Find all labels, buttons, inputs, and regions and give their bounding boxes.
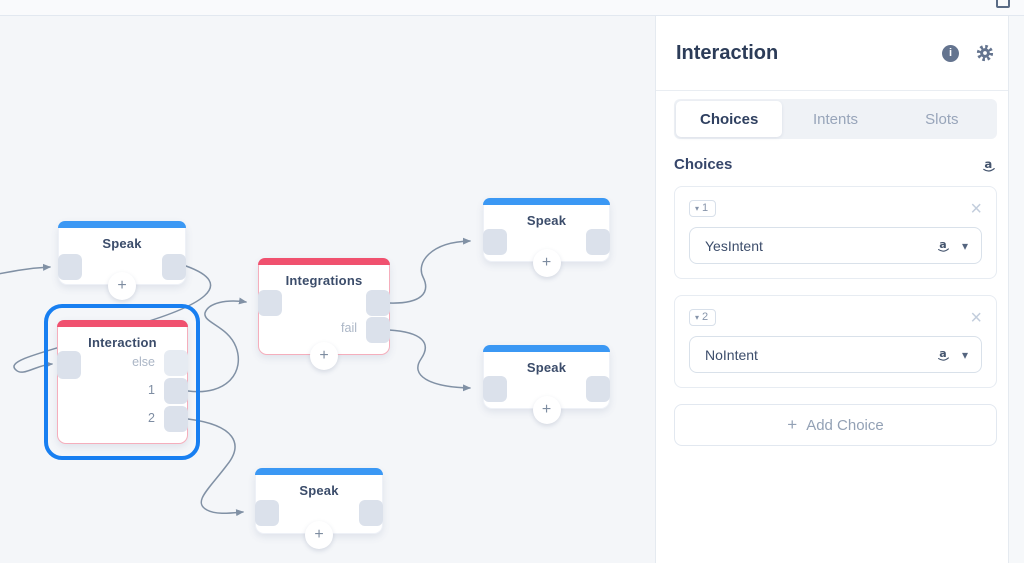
input-port[interactable]	[483, 229, 507, 255]
settings-panel: Interaction i Choices Intents Slots Choi…	[655, 16, 1008, 563]
output-port-2[interactable]	[164, 406, 188, 432]
amazon-icon: a	[938, 347, 949, 361]
output-label-2: 2	[148, 411, 155, 425]
remove-choice-button[interactable]: ×	[970, 306, 982, 329]
choice-index-badge[interactable]: ▾ 2	[689, 309, 717, 326]
panel-tabs: Choices Intents Slots	[674, 99, 997, 139]
remove-choice-button[interactable]: ×	[970, 197, 982, 220]
node-speak-mid-right[interactable]: Speak +	[483, 345, 610, 424]
intent-select-value: YesIntent	[705, 237, 763, 254]
input-port[interactable]	[258, 290, 282, 316]
output-label-1: 1	[148, 383, 155, 397]
tab-intents[interactable]: Intents	[812, 110, 858, 128]
caret-down-icon: ▾	[961, 347, 968, 362]
add-step-button[interactable]: +	[305, 521, 333, 549]
node-color-bar	[258, 258, 390, 265]
input-port[interactable]	[58, 254, 82, 280]
input-port[interactable]	[255, 500, 279, 526]
choice-card-2: ▾ 2 × NoIntent a ▾	[674, 295, 997, 388]
output-port-fail[interactable]	[366, 317, 390, 343]
intent-select-value: NoIntent	[705, 346, 758, 363]
node-interaction[interactable]: Interaction else 1 2	[57, 320, 188, 444]
input-port[interactable]	[57, 351, 81, 379]
output-label-fail: fail	[341, 321, 357, 335]
gear-icon[interactable]	[976, 44, 994, 62]
connector-wires	[0, 237, 471, 517]
node-speak-bottom[interactable]: Speak +	[255, 468, 383, 549]
tab-choices[interactable]: Choices	[676, 101, 783, 137]
node-title: Speak	[102, 236, 142, 251]
add-choice-button[interactable]: + Add Choice	[674, 404, 997, 446]
amazon-icon: a	[938, 238, 949, 252]
amazon-icon: a	[983, 157, 995, 172]
add-choice-label: Add Choice	[806, 416, 884, 434]
node-color-bar	[483, 345, 610, 352]
output-port-success[interactable]	[366, 290, 390, 316]
node-title: Speak	[526, 213, 567, 228]
node-title: Speak	[526, 360, 567, 375]
choice-card-1: ▾ 1 × YesIntent a ▾	[674, 186, 997, 279]
info-icon[interactable]: i	[942, 44, 959, 62]
node-speak-top-right[interactable]: Speak +	[483, 198, 610, 277]
svg-text:a: a	[984, 157, 992, 171]
choice-index-badge[interactable]: ▾ 1	[689, 200, 717, 217]
svg-text:a: a	[939, 347, 946, 360]
add-step-button[interactable]: +	[108, 272, 136, 300]
output-port-else[interactable]	[164, 350, 188, 376]
svg-text:a: a	[939, 238, 946, 251]
caret-down-icon: ▾	[961, 238, 968, 253]
node-selection-outline	[44, 304, 200, 460]
caret-down-icon: ▾	[695, 203, 700, 213]
right-gutter	[1008, 16, 1024, 563]
output-port[interactable]	[586, 376, 610, 402]
node-speak-top-left[interactable]: Speak +	[58, 221, 186, 300]
caret-down-icon: ▾	[695, 312, 700, 322]
input-port[interactable]	[483, 376, 507, 402]
node-title: Integrations	[285, 273, 363, 288]
tab-slots[interactable]: Slots	[925, 110, 959, 128]
choice-number: 2	[702, 311, 709, 323]
output-port-1[interactable]	[164, 378, 188, 404]
bookmark-outline-icon[interactable]	[996, 0, 1010, 8]
output-port[interactable]	[162, 254, 186, 280]
node-title: Interaction	[88, 335, 157, 350]
node-integrations[interactable]: Integrations fail +	[258, 258, 390, 370]
intent-select[interactable]: NoIntent a ▾	[689, 336, 982, 373]
flow-canvas[interactable]: Speak + Interaction else 1 2 Integration…	[0, 16, 655, 563]
output-port[interactable]	[586, 229, 610, 255]
add-step-button[interactable]: +	[310, 342, 338, 370]
node-color-bar	[58, 221, 186, 228]
intent-select[interactable]: YesIntent a ▾	[689, 227, 982, 264]
node-color-bar	[57, 320, 188, 327]
output-label-else: else	[132, 355, 155, 369]
add-step-button[interactable]: +	[532, 396, 561, 424]
add-step-button[interactable]: +	[532, 249, 561, 277]
node-title: Speak	[299, 483, 339, 498]
choice-number: 1	[702, 202, 709, 214]
output-port[interactable]	[359, 500, 383, 526]
plus-icon: +	[787, 415, 798, 434]
panel-title: Interaction	[676, 41, 779, 64]
choices-section-title: Choices	[674, 156, 733, 173]
node-color-bar	[255, 468, 383, 475]
panel-header: Interaction i	[656, 16, 1008, 91]
window-titlebar	[0, 0, 1024, 16]
node-color-bar	[483, 198, 610, 205]
